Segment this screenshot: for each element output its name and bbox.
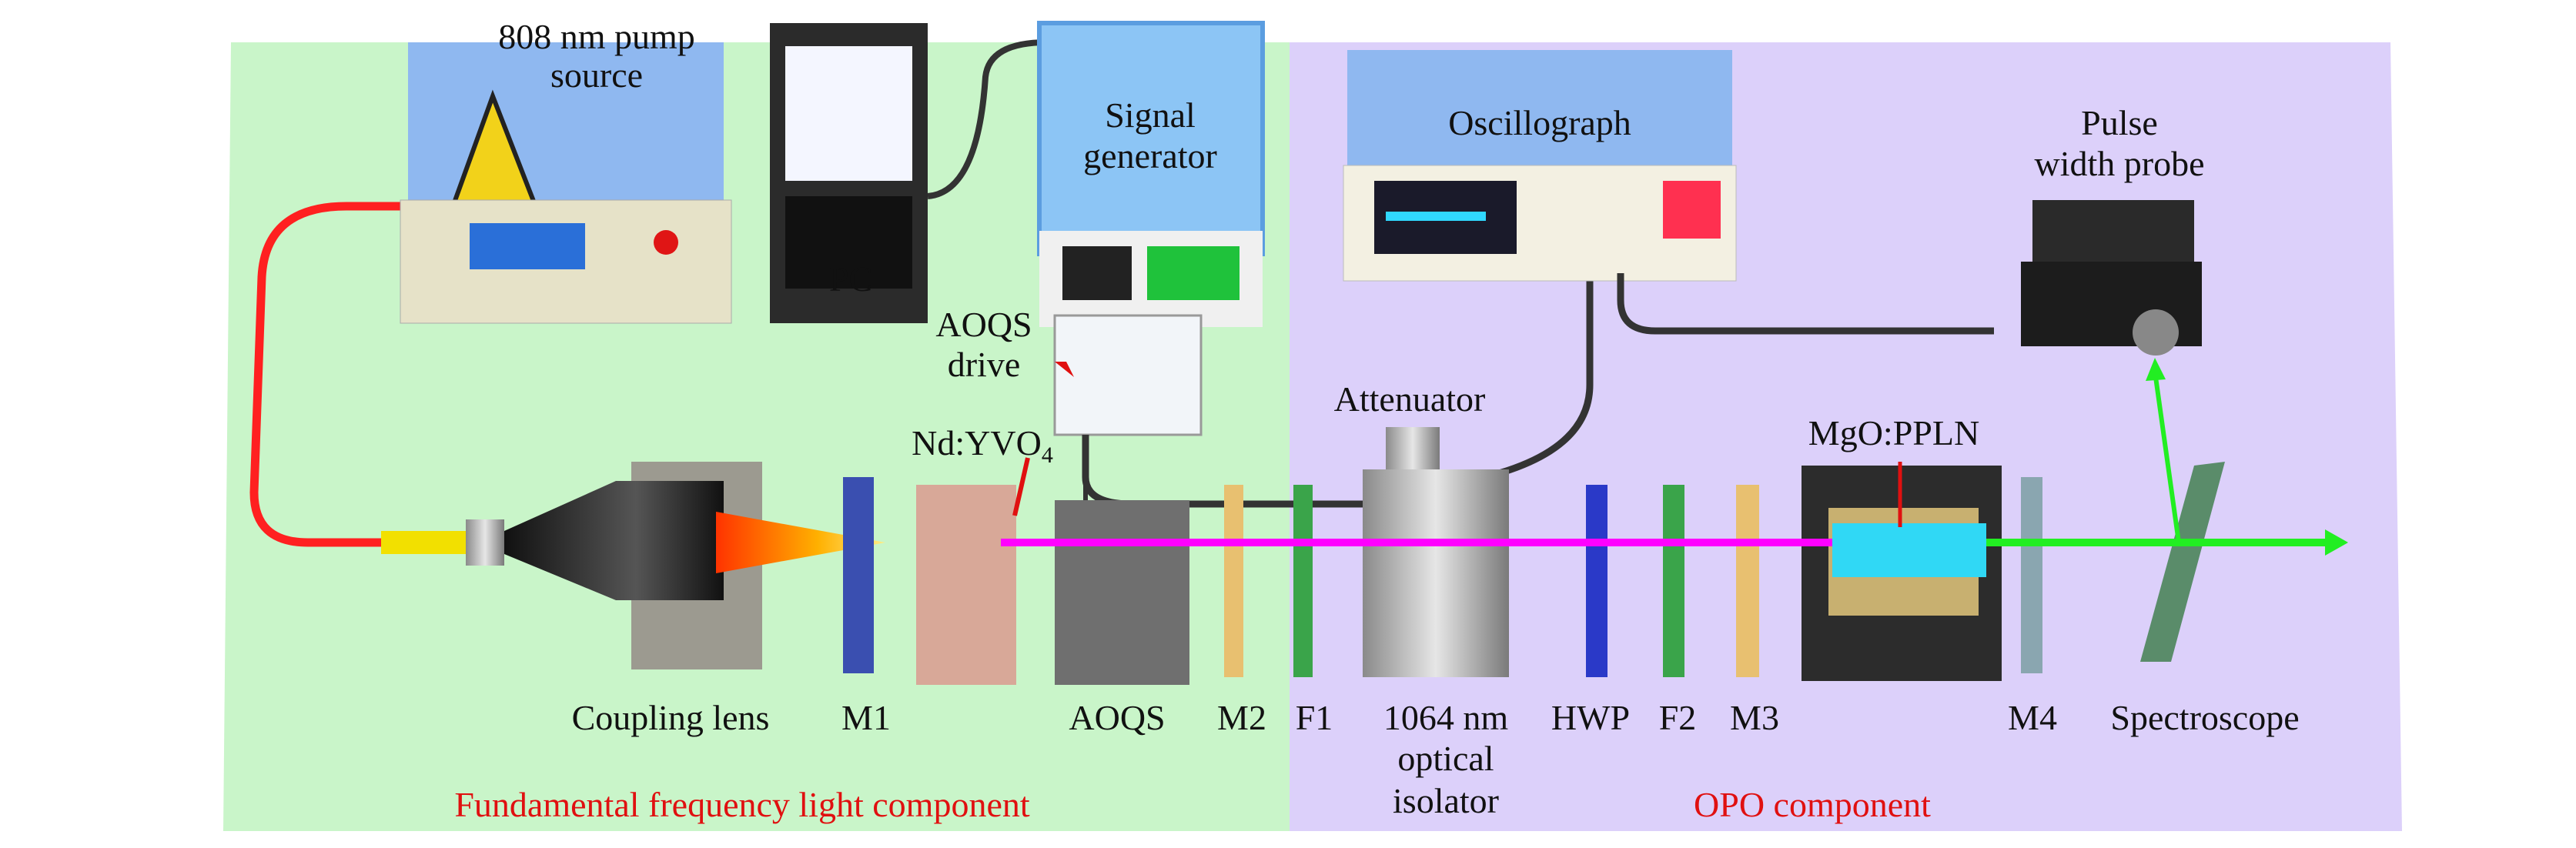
opo-region-label: OPO component bbox=[1694, 785, 1931, 824]
signal-generator bbox=[1037, 21, 1265, 327]
aoqs-drive-label-1: AOQS bbox=[935, 305, 1032, 344]
isolator-label-3: isolator bbox=[1393, 781, 1499, 820]
oscillograph bbox=[1343, 50, 1737, 282]
pump-source-label-2: source bbox=[550, 55, 644, 95]
attenuator-label: Attenuator bbox=[1333, 379, 1486, 419]
isolator-label-1: 1064 nm bbox=[1383, 698, 1509, 737]
isolator-label-2: optical bbox=[1397, 739, 1494, 778]
m2-label: M2 bbox=[1217, 698, 1266, 737]
probe-arrow bbox=[2146, 358, 2166, 381]
aoqs-driver-box bbox=[1053, 314, 1203, 436]
f2-filter bbox=[1663, 485, 1684, 677]
pc-cable bbox=[927, 39, 1048, 199]
hwp-label: HWP bbox=[1551, 698, 1631, 737]
fiber-ferrule bbox=[466, 519, 504, 566]
aoqs-drive-label-2: drive bbox=[947, 345, 1021, 384]
aoqs-drive-arrow bbox=[1055, 362, 1074, 377]
coupling-lens bbox=[504, 481, 724, 600]
oscillograph-label: Oscillograph bbox=[1448, 103, 1631, 142]
signal-generator-label-1: Signal bbox=[1105, 95, 1196, 135]
hwp-plate bbox=[1586, 485, 1607, 677]
coupling-lens-label: Coupling lens bbox=[571, 698, 770, 737]
m1-mirror bbox=[843, 477, 874, 673]
m4-label: M4 bbox=[2008, 698, 2057, 737]
probe-cable bbox=[1617, 273, 1994, 335]
crystal-subscript: 4 bbox=[1041, 442, 1053, 469]
ppln-label: MgO:PPLN bbox=[1808, 413, 1980, 452]
m3-label: M3 bbox=[1730, 698, 1779, 737]
pump-source-label-1: 808 nm pump bbox=[498, 17, 695, 56]
crystal-formula: Nd:YVO bbox=[912, 422, 1042, 462]
aoqs-modulator bbox=[1055, 500, 1189, 685]
f1-label: F1 bbox=[1295, 698, 1333, 737]
probe-label-1: Pulse bbox=[2081, 103, 2158, 142]
sampled-beam bbox=[2153, 376, 2181, 543]
laptop-pc bbox=[770, 23, 928, 323]
pc-label: PC bbox=[828, 259, 873, 299]
nd-yvo4-label: Nd:YVO4 bbox=[912, 422, 1053, 469]
signal-generator-label-2: generator bbox=[1083, 136, 1217, 175]
fundamental-region-label: Fundamental frequency light component bbox=[454, 785, 1030, 824]
f2-label: F2 bbox=[1658, 698, 1697, 737]
optical-isolator bbox=[1363, 469, 1509, 677]
nd-yvo4-crystal bbox=[916, 485, 1016, 685]
spectroscope bbox=[2140, 462, 2225, 662]
f1-filter bbox=[1293, 485, 1313, 677]
m1-label: M1 bbox=[841, 698, 891, 737]
m4-mirror bbox=[2021, 477, 2042, 673]
fiber-connector bbox=[381, 531, 466, 554]
m2-mirror bbox=[1224, 485, 1243, 677]
spectroscope-label: Spectroscope bbox=[2110, 698, 2300, 737]
pump-fiber bbox=[249, 202, 400, 547]
ppln-crystal bbox=[1832, 523, 1986, 577]
probe-label-2: width probe bbox=[2034, 144, 2205, 183]
output-arrow bbox=[2325, 529, 2348, 556]
m3-mirror bbox=[1736, 485, 1759, 677]
pump-source bbox=[400, 42, 732, 324]
pump-beam-cone bbox=[716, 512, 885, 573]
pulse-width-probe bbox=[2021, 200, 2202, 356]
aoqs-label: AOQS bbox=[1069, 698, 1166, 737]
crystal-pointer-arrow bbox=[1012, 457, 1030, 516]
